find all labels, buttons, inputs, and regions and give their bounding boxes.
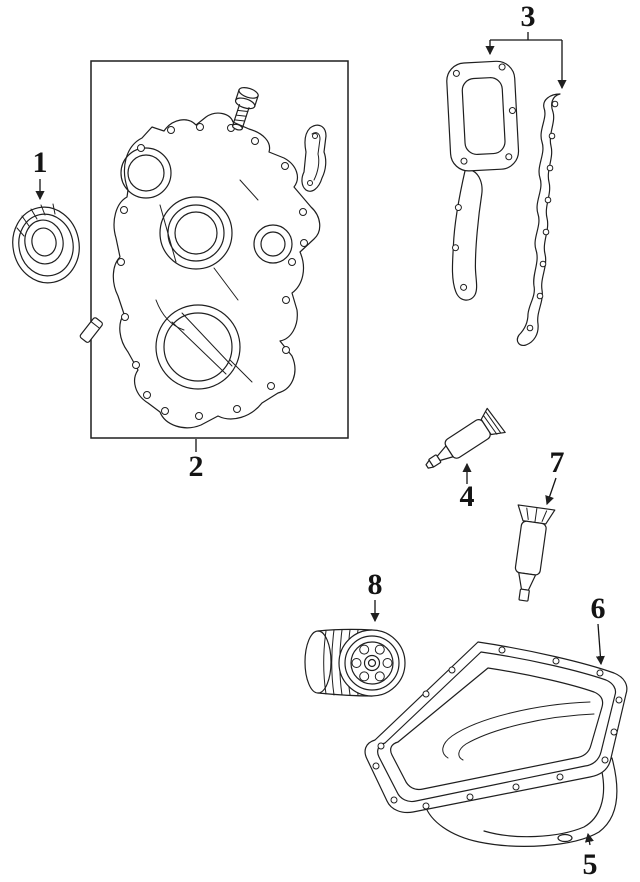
gasket-tail: [451, 168, 483, 301]
callout-5-leader: [584, 832, 594, 846]
tube-nozzle-bottom: [518, 572, 537, 591]
timing-chain-cover: [79, 87, 327, 429]
front-cover-gasket-right: [516, 93, 561, 346]
cover-rib-lines: [155, 179, 259, 383]
oil-filter: [304, 628, 406, 697]
seal-hatch-lines: [16, 203, 56, 237]
cover-bolt-holes: [117, 123, 308, 420]
oil-pan-flange-bolt-holes: [372, 646, 623, 810]
oil-pan-interior-opening: [390, 667, 604, 791]
callout-numbers: 1 2 3 4 5 6 7 8: [33, 0, 606, 881]
callout-4: 4: [460, 480, 475, 513]
cover-seal-bores: [120, 147, 293, 390]
crankshaft-front-seal: [12, 203, 80, 284]
front-cover-gasket-left: [446, 60, 520, 301]
sealant-tube-7: [514, 504, 556, 602]
sealant-tube-4: [425, 407, 506, 469]
cover-side-gasket: [301, 124, 327, 192]
callout-2: 2: [189, 450, 204, 483]
callout-7: 7: [550, 446, 565, 479]
oil-pan-drain-detail: [557, 833, 573, 843]
oil-pan-flange-outer: [364, 641, 628, 814]
gasket-left-bolt-holes: [452, 63, 516, 291]
cover-stud-bolt: [232, 87, 259, 131]
callout-5: 5: [583, 848, 598, 881]
timing-cover-outline: [112, 112, 321, 429]
gasket-port-ring-inner: [461, 77, 506, 156]
oil-pan-sump-inner-line: [483, 771, 605, 838]
callout-8: 8: [368, 568, 383, 601]
callout-3-bracket: [490, 32, 562, 41]
callout-6: 6: [591, 592, 606, 625]
callout-6-leader: [595, 623, 605, 666]
oil-pan-step-lines: [442, 701, 595, 761]
gasket-right-outline: [516, 93, 561, 346]
oil-pan-flange-inner: [377, 651, 617, 803]
callout-7-leader: [545, 477, 557, 506]
filter-mount-face: [338, 629, 406, 697]
callout-1: 1: [33, 146, 48, 179]
callout-3: 3: [521, 0, 536, 33]
callout-leaders: [35, 32, 605, 846]
gasket-right-bolt-holes: [526, 100, 559, 332]
part-2-boundary-box: [90, 60, 349, 439]
oil-pan: [364, 641, 628, 847]
cover-dowel-pin: [79, 317, 103, 343]
